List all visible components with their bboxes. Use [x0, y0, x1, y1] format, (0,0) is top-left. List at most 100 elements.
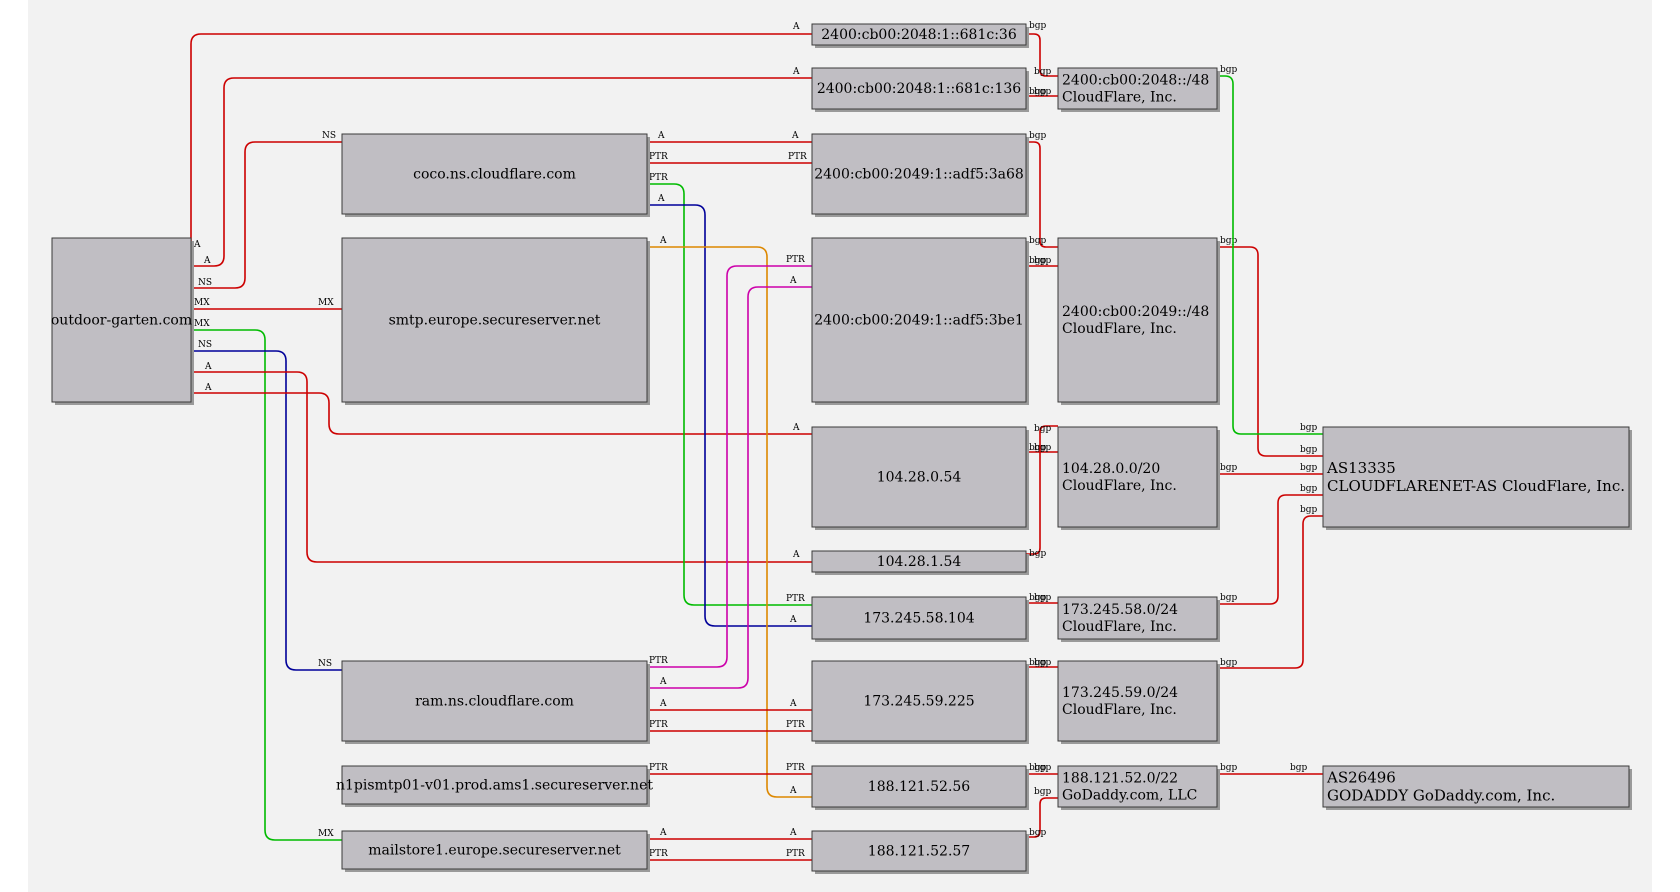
node-label: 2400:cb00:2049:1::adf5:3be1	[814, 313, 1024, 329]
node-box[interactable]	[1057, 765, 1218, 808]
node-label: n1pismtp01-v01.prod.ams1.secureserver.ne…	[336, 778, 653, 794]
node-box[interactable]	[51, 237, 192, 403]
edge-line	[647, 204, 812, 627]
node-ip104b[interactable]: 104.28.1.54	[811, 550, 1029, 575]
node-label: 173.245.59.0/24	[1062, 685, 1178, 701]
node-ip173b[interactable]: 173.245.59.225	[811, 660, 1029, 744]
edge-e34: bgp bgp	[1217, 484, 1323, 605]
edge-e13: AA	[647, 236, 812, 798]
node-box[interactable]	[811, 426, 1027, 528]
edge-label: bgp	[1300, 463, 1318, 473]
node-label: GODADDY GoDaddy.com, Inc.	[1327, 787, 1555, 805]
node-ip104a[interactable]: 104.28.0.54	[811, 426, 1029, 530]
node-box[interactable]	[341, 765, 648, 805]
node-domain[interactable]: outdoor-garten.com	[51, 237, 194, 405]
node-box[interactable]	[811, 830, 1027, 872]
node-box[interactable]	[341, 133, 648, 215]
edge-label: bgp	[1220, 658, 1238, 668]
edge-label: MX	[194, 298, 210, 308]
edge-line	[1026, 141, 1058, 248]
edge-line	[191, 141, 342, 289]
node-ip6b[interactable]: 2400:cb00:2048:1::681c:136	[811, 67, 1029, 112]
edge-line	[191, 329, 342, 841]
edge-label: A	[659, 236, 667, 246]
edge-label: bgp	[1220, 463, 1238, 473]
node-ip6d[interactable]: 2400:cb00:2049:1::adf5:3be1	[811, 237, 1029, 405]
node-box[interactable]	[811, 237, 1027, 403]
node-ip6a[interactable]: 2400:cb00:2048:1::681c:36	[811, 23, 1029, 48]
node-box[interactable]	[811, 67, 1027, 110]
edge-line	[1217, 515, 1323, 669]
edge-label: bgp	[1300, 484, 1318, 494]
edge-line	[1026, 33, 1058, 77]
node-box[interactable]	[1322, 765, 1630, 808]
node-box[interactable]	[811, 133, 1027, 215]
node-box[interactable]	[1057, 237, 1218, 403]
edge-label: A	[792, 550, 800, 560]
node-n1[interactable]: n1pismtp01-v01.prod.ams1.secureserver.ne…	[336, 765, 653, 807]
edge-label: bgp	[1034, 67, 1052, 77]
node-mailstore[interactable]: mailstore1.europe.secureserver.net	[341, 830, 650, 872]
node-box[interactable]	[1057, 596, 1218, 640]
node-label: 173.245.58.0/24	[1062, 602, 1178, 618]
node-box[interactable]	[811, 23, 1027, 46]
node-box[interactable]	[341, 237, 648, 403]
edge-e07: AA	[191, 362, 812, 563]
edge-label: PTR	[786, 720, 805, 730]
node-ip173a[interactable]: 173.245.58.104	[811, 596, 1029, 642]
edge-line	[1217, 75, 1323, 435]
node-label: 2400:cb00:2048::/48	[1062, 73, 1209, 89]
node-coco[interactable]: coco.ns.cloudflare.com	[341, 133, 650, 217]
node-box[interactable]	[341, 830, 648, 870]
node-label: 2400:cb00:2049:1::adf5:3a68	[814, 167, 1024, 183]
node-label: 188.121.52.0/22	[1062, 771, 1178, 787]
node-label: 173.245.59.225	[863, 694, 974, 710]
edge-label: NS	[198, 278, 212, 288]
edge-label: NS	[198, 340, 212, 350]
edge-label: A	[792, 22, 800, 32]
node-box[interactable]	[811, 660, 1027, 742]
edge-label: A	[792, 67, 800, 77]
node-box[interactable]	[811, 596, 1027, 640]
node-box[interactable]	[1057, 426, 1218, 528]
edge-label: PTR	[786, 255, 805, 265]
edge-label: A	[204, 362, 212, 372]
node-box[interactable]	[811, 765, 1027, 808]
node-label: 104.28.1.54	[877, 554, 962, 570]
node-box[interactable]	[1322, 426, 1630, 528]
edge-line	[190, 33, 812, 253]
node-ram[interactable]: ram.ns.cloudflare.com	[341, 660, 650, 744]
edge-label: PTR	[649, 656, 668, 666]
node-ip188a[interactable]: 188.121.52.56	[811, 765, 1029, 810]
node-label: mailstore1.europe.secureserver.net	[368, 843, 621, 859]
node-label: ram.ns.cloudflare.com	[415, 694, 574, 710]
node-box[interactable]	[1057, 660, 1218, 742]
edge-label: bgp	[1300, 505, 1318, 515]
node-ip188b[interactable]: 188.121.52.57	[811, 830, 1029, 874]
node-box[interactable]	[1057, 67, 1218, 110]
node-label: GoDaddy.com, LLC	[1062, 788, 1197, 804]
node-ip6c[interactable]: 2400:cb00:2049:1::adf5:3a68	[811, 133, 1029, 217]
edge-line	[191, 350, 342, 671]
node-box[interactable]	[811, 550, 1027, 573]
node-box[interactable]	[341, 660, 648, 742]
edge-label: bgp	[1029, 658, 1047, 668]
node-smtp[interactable]: smtp.europe.secureserver.net	[341, 237, 650, 405]
